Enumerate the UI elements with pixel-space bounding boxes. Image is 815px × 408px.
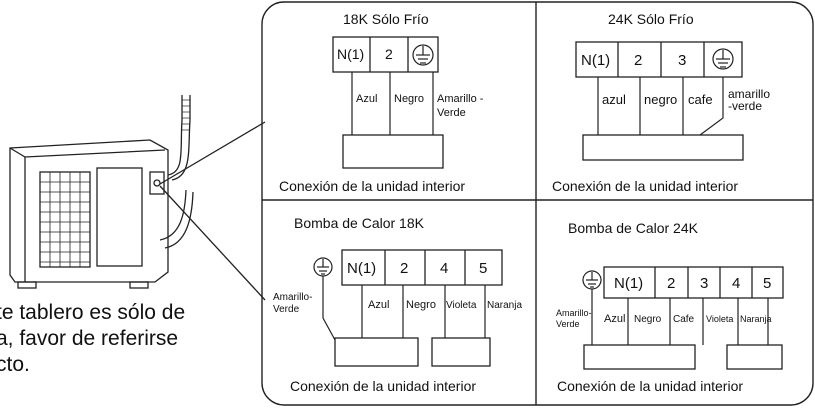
- panel-bomba-calor-18k: Bomba de Calor 18K N(1) 2 4 5 Amarillo- …: [273, 215, 522, 394]
- wire-label: cafe: [688, 92, 713, 107]
- note-line: cto.: [0, 353, 30, 376]
- wire-label: Azul: [356, 93, 377, 105]
- ground-icon: [412, 44, 434, 66]
- wire-label: Amarillo-: [556, 308, 592, 318]
- panel-24k-solo-frio: 24K Sólo Frío N(1) 2 3 azul negro cafe a…: [552, 11, 770, 194]
- wire-label: negro: [644, 92, 677, 107]
- terminal-label: 3: [678, 52, 686, 69]
- panel-caption: Conexión de la unidad interior: [552, 178, 738, 194]
- wire-label: Verde: [437, 107, 466, 119]
- wire-label: Negro: [406, 299, 436, 311]
- indoor-unit-block: [582, 134, 744, 161]
- panel-18k-solo-frio: 18K Sólo Frío N(1) 2 Azul Negro Amarillo…: [279, 11, 484, 194]
- ground-icon: [712, 48, 734, 70]
- wire-label: Amarillo -: [437, 93, 484, 105]
- panel-title: Bomba de Calor 18K: [294, 215, 425, 231]
- wire-label: Naranja: [487, 300, 522, 311]
- wire-label: azul: [602, 92, 626, 107]
- terminal-label: 3: [700, 275, 708, 292]
- terminal-label: 2: [634, 52, 642, 69]
- diagram-frame: [261, 1, 814, 406]
- terminal-label: N(1): [614, 275, 643, 292]
- wire-label: Negro: [394, 93, 424, 105]
- wire-label: Azul: [604, 313, 625, 325]
- wire-label: Amarillo-: [273, 292, 312, 303]
- wire-label: Violeta: [446, 300, 477, 311]
- wiring-note: te tablero es sólo de a, favor de referi…: [0, 300, 300, 378]
- outdoor-unit-icon: [9, 95, 266, 301]
- wire-label: -verde: [728, 99, 762, 113]
- terminal-label: 2: [385, 46, 393, 62]
- indoor-unit-block: [431, 337, 491, 367]
- wire-label: Negro: [634, 314, 662, 325]
- panel-bomba-calor-24k: Bomba de Calor 24K N(1) 2 3 4 5 Amarillo…: [556, 220, 784, 394]
- terminal-label: 2: [667, 275, 675, 292]
- note-line: a, favor de referirse: [0, 327, 179, 350]
- wire-label: Verde: [556, 319, 580, 329]
- terminal-label: N(1): [337, 46, 364, 62]
- note-line: te tablero es sólo de: [0, 301, 186, 324]
- ground-icon: [313, 257, 333, 277]
- wire-label: Azul: [368, 299, 389, 311]
- terminal-label: N(1): [347, 260, 376, 277]
- panel-caption: Conexión de la unidad interior: [290, 378, 476, 394]
- terminal-label: N(1): [581, 52, 610, 69]
- wire-label: Verde: [273, 304, 300, 315]
- terminal-label: 4: [440, 260, 448, 277]
- terminal-label: 5: [479, 260, 487, 277]
- panel-title: 18K Sólo Frío: [343, 11, 429, 27]
- wire-label: Naranja: [740, 314, 772, 324]
- ground-icon: [582, 270, 602, 290]
- terminal-label: 4: [732, 275, 740, 292]
- wire-label: Cafe: [673, 314, 695, 325]
- panel-caption: Conexión de la unidad interior: [279, 178, 465, 194]
- indoor-unit-block: [726, 344, 783, 370]
- wire-label: Violeta: [706, 314, 733, 324]
- indoor-unit-block: [342, 134, 444, 169]
- indoor-unit-block: [334, 337, 419, 367]
- wire-label: amarillo: [728, 87, 770, 101]
- indoor-unit-block: [583, 344, 696, 370]
- panel-title: Bomba de Calor 24K: [568, 220, 699, 236]
- terminal-label: 5: [763, 275, 771, 292]
- panel-title: 24K Sólo Frío: [608, 11, 694, 27]
- terminal-label: 2: [400, 260, 408, 277]
- panel-caption: Conexión de la unidad interior: [557, 378, 743, 394]
